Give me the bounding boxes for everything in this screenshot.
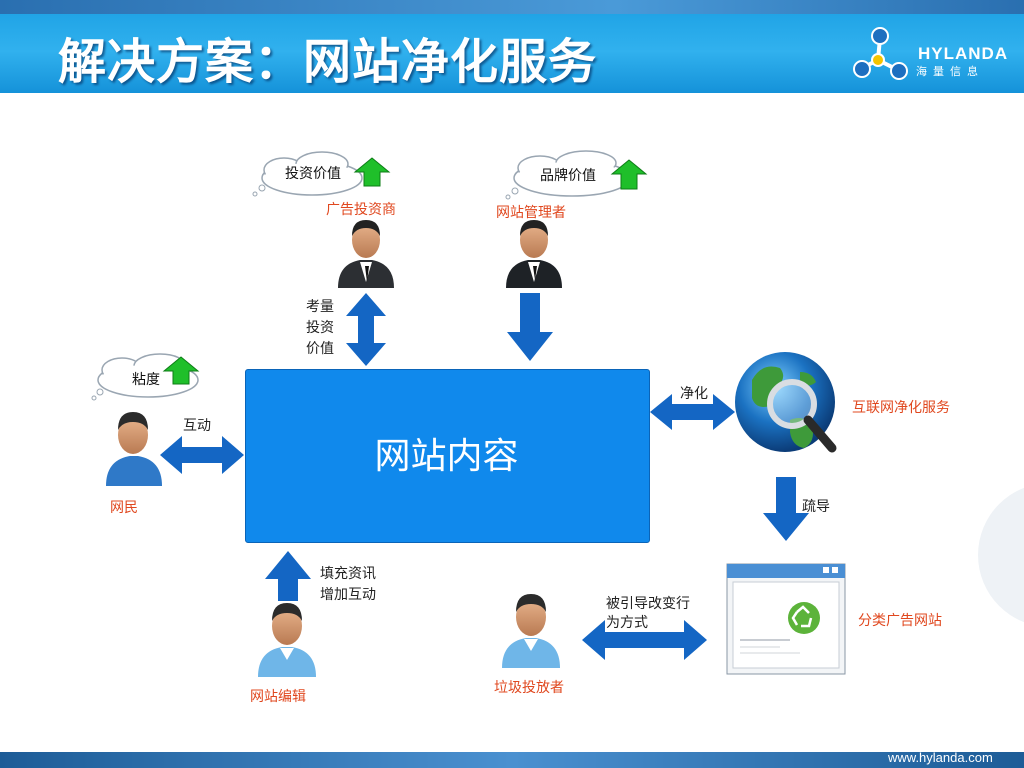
page-title: 解决方案：网站净化服务: [58, 34, 598, 90]
role-classified-site: 分类广告网站: [858, 613, 942, 629]
logo-text: HYLANDA: [918, 44, 1009, 63]
label-consider-1: 考量: [306, 299, 334, 315]
label-guided-1: 被引导改变行: [606, 596, 690, 612]
label-purify: 净化: [680, 386, 708, 402]
cloud-stickiness-text: 粘度: [132, 372, 160, 388]
spammer-person-icon: [502, 594, 560, 668]
classified-site-window-icon: [726, 563, 846, 675]
website-content-box: [245, 369, 650, 543]
arrow-purify-classified: [763, 477, 809, 541]
role-spammer: 垃圾投放者: [494, 680, 564, 696]
arrow-netizen-content: [160, 436, 244, 474]
cloud-investment-text: 投资价值: [285, 166, 341, 182]
globe-magnifier-icon: [735, 352, 837, 453]
cloud-investment: [252, 151, 363, 197]
editor-person-icon: [258, 603, 316, 677]
header-top-strip: [0, 0, 1024, 14]
decorative-circle: [978, 487, 1024, 623]
label-interact: 互动: [183, 418, 211, 434]
arrow-advertiser-content: [346, 293, 386, 366]
arrow-manager-content: [507, 293, 553, 361]
label-guide: 疏导: [802, 499, 830, 515]
footer-bar: [0, 752, 1024, 768]
cloud-brand-text: 品牌价值: [540, 168, 596, 184]
up-arrow-investment: [353, 157, 391, 187]
site-manager-person-icon: [506, 220, 562, 288]
label-consider-3: 价值: [306, 341, 334, 357]
up-arrow-stickiness: [162, 356, 200, 385]
advertiser-person-icon: [338, 220, 394, 288]
cloud-brand: [505, 150, 631, 200]
role-site-manager: 网站管理者: [496, 205, 566, 221]
netizen-person-icon: [106, 412, 162, 486]
role-purify-service: 互联网净化服务: [852, 400, 950, 416]
logo-subtext: 海量信息: [916, 65, 984, 78]
role-netizen: 网民: [110, 500, 138, 516]
label-consider-2: 投资: [306, 320, 334, 336]
up-arrow-brand: [610, 159, 648, 190]
arrow-editor-content: [265, 551, 311, 601]
label-guided-2: 为方式: [606, 615, 648, 631]
arrow-content-purify: [650, 394, 735, 430]
role-advertiser: 广告投资商: [326, 202, 396, 218]
website-content-label: 网站内容: [374, 436, 519, 477]
label-fill-2: 增加互动: [320, 587, 376, 603]
arrow-spammer-classified: [582, 620, 707, 660]
footer-url: www.hylanda.com: [888, 750, 993, 765]
cloud-stickiness: [91, 353, 199, 401]
header-banner: [0, 0, 1024, 93]
logo-icon: [853, 27, 908, 80]
role-editor: 网站编辑: [250, 689, 306, 705]
label-fill-1: 填充资讯: [320, 566, 376, 582]
